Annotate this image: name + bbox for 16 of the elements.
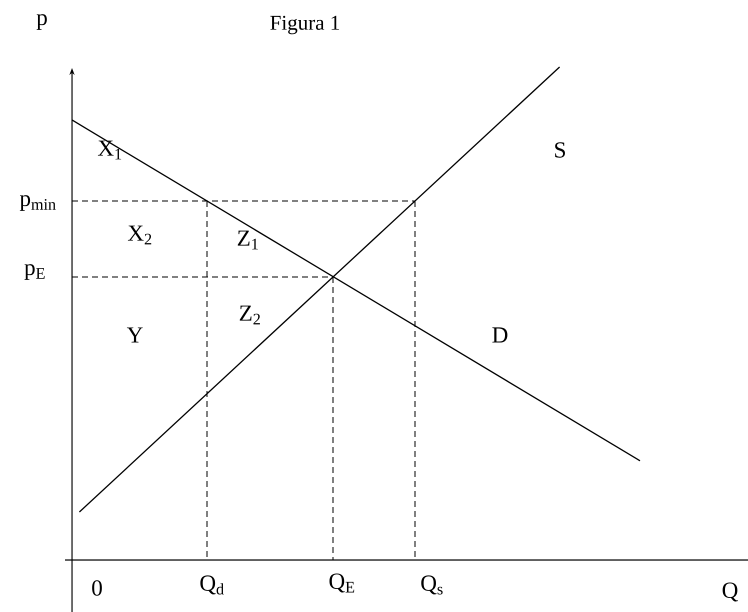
quantity-label: Q$_{s}$: [421, 575, 443, 595]
quantity-label: Q$_{d}$: [200, 575, 224, 595]
curve-label: D: [492, 327, 508, 343]
price-label: p$_{min}$: [20, 195, 56, 211]
axis-label: p: [36, 14, 47, 30]
area-label: Z$_{1}$: [238, 230, 258, 250]
quantity-label: 0: [92, 580, 102, 596]
area-label: Z$_{2}$: [240, 306, 260, 324]
quantity-label: Q$_{E}$: [329, 574, 354, 592]
price-label: p$_{E}$: [24, 264, 45, 280]
axis-label: Q: [722, 582, 738, 602]
area-label: Y: [126, 327, 143, 343]
curve-label: S: [555, 142, 565, 158]
area-label: X$_{2}$: [128, 226, 152, 244]
figure-title: Figura 1: [270, 16, 340, 34]
area-label: X$_{1}$: [98, 140, 122, 160]
